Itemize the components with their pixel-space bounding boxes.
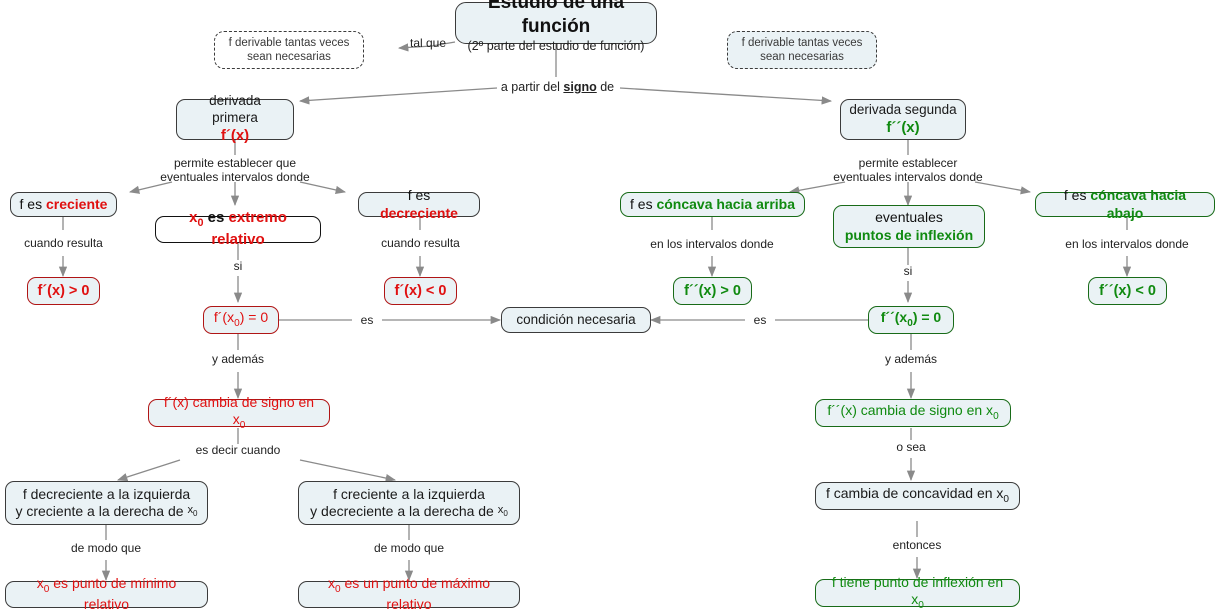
node-fprime-lt-zero: f´(x) < 0 <box>384 277 457 305</box>
edge-label-entonces: entonces <box>892 538 942 552</box>
node-extremo-label: extremo relativo <box>211 209 287 248</box>
node-concava-arriba-prefix: f es <box>630 195 657 212</box>
node-maximo-relativo: x0 es un punto de máximo relativo <box>298 575 520 612</box>
node-derivada-primera: derivada primera f´(x) <box>176 93 294 144</box>
node-concava-arriba-value: cóncava hacia arriba <box>656 195 795 212</box>
node-extremo-es: es <box>203 209 229 227</box>
node-fsecond-cambia-signo: f´´(x) cambia de signo en x0 <box>815 399 1011 427</box>
node-derivada-segunda-formula: f´´(x) <box>886 118 920 136</box>
node-case-left-line2: y creciente a la derecha de x0 <box>15 503 198 519</box>
node-fprime-cambia-signo-label: f´(x) cambia de signo en x0 <box>163 393 315 431</box>
node-concava-abajo: f es cóncava hacia abajo <box>1035 187 1215 221</box>
node-derivada-primera-label: derivada primera <box>209 93 261 126</box>
edge-label-en-los-intervalos-right: en los intervalos donde <box>1065 237 1189 251</box>
node-derivada-segunda: derivada segunda f´´(x) <box>840 99 966 140</box>
node-fprime-x0-equals-zero: f´(x0) = 0 <box>203 306 279 334</box>
node-fsecond-gt-zero: f´´(x) > 0 <box>673 277 752 305</box>
edge-label-si-right: si <box>903 264 913 278</box>
node-fsecond-x0-equals-zero: f´´(x0) = 0 <box>868 306 954 334</box>
node-fsecond-cambia-signo-label: f´´(x) cambia de signo en x0 <box>827 402 999 423</box>
node-f-decreciente-prefix: f es <box>407 187 431 203</box>
node-puntos-inflexion: eventuales puntos de inflexión <box>833 205 985 248</box>
node-f-creciente-prefix: f es <box>19 195 46 212</box>
node-condicion-necesaria: condición necesaria <box>501 307 651 333</box>
note-derivable-right-line2: sean necesarias <box>760 51 844 63</box>
note-derivable-left-line2: sean necesarias <box>247 51 331 63</box>
node-case-right-line1: f creciente a la izquierda <box>333 485 485 502</box>
edge-label-y-ademas-right: y además <box>884 352 938 366</box>
node-minimo-relativo: x0 es punto de mínimo relativo <box>5 575 208 612</box>
edge-label-permite-establecer-left: permite establecer que eventuales interv… <box>160 156 310 185</box>
node-extremo-relativo: x0 es extremo relativo <box>155 209 321 248</box>
note-derivable-left: f derivable tantas veces sean necesarias <box>214 31 364 69</box>
node-fprime-lt-zero-label: f´(x) < 0 <box>394 282 447 299</box>
node-case-left-x0: x0 <box>187 504 198 519</box>
node-case-right: f creciente a la izquierda y decreciente… <box>298 481 520 525</box>
node-fsecond-gt-zero-label: f´´(x) > 0 <box>684 282 741 299</box>
node-fsecond-lt-zero: f´´(x) < 0 <box>1088 277 1167 305</box>
node-f-decreciente: f es decreciente <box>358 187 480 221</box>
node-case-right-x0: x0 <box>497 504 508 519</box>
node-f-creciente-value: creciente <box>45 195 108 212</box>
edge-label-en-los-intervalos-left: en los intervalos donde <box>650 237 774 251</box>
node-puntos-inflexion-line1: eventuales <box>875 209 943 225</box>
edge-label-de-modo-que-left: de modo que <box>70 541 142 555</box>
note-derivable-left-line1: f derivable tantas veces <box>228 36 350 49</box>
node-f-decreciente-value: decreciente <box>380 204 458 221</box>
edge-label-es-decir-cuando: es decir cuando <box>195 443 281 457</box>
node-puntos-inflexion-line2: puntos de inflexión <box>844 226 974 243</box>
node-cambia-concavidad: f cambia de concavidad en x0 <box>815 482 1020 510</box>
node-condicion-necesaria-label: condición necesaria <box>516 311 636 327</box>
edge-label-tal-que: tal que <box>409 36 447 50</box>
edge-label-y-ademas-left: y además <box>211 352 265 366</box>
title-node: Estudio de una función (2º parte del est… <box>455 0 657 53</box>
page-title: Estudio de una función <box>487 0 625 38</box>
node-case-left: f decreciente a la izquierda y creciente… <box>5 481 208 525</box>
node-fprime-cambia-signo: f´(x) cambia de signo en x0 <box>148 394 330 431</box>
node-case-left-line1: f decreciente a la izquierda <box>22 485 191 502</box>
node-f-creciente: f es creciente <box>10 192 117 217</box>
node-fprime-x0-label: f´(x0) = 0 <box>213 309 269 330</box>
edge-label-es-left: es <box>352 313 382 328</box>
edge-label-si-left: si <box>233 259 243 273</box>
node-concava-abajo-value: cóncava hacia abajo <box>1090 187 1187 221</box>
node-concava-arriba: f es cóncava hacia arriba <box>620 192 805 217</box>
edge-label-permite-establecer-right: permite establecer eventuales intervalos… <box>833 156 983 185</box>
node-minimo-relativo-label: x0 es punto de mínimo relativo <box>36 575 177 613</box>
edge-label-cuando-resulta-left: cuando resulta <box>24 236 103 250</box>
edge-label-a-partir-del-signo: a partir del signo de <box>500 80 615 94</box>
node-fsecond-x0-label: f´´(x0) = 0 <box>880 309 942 330</box>
node-case-right-line2: y decreciente a la derecha de x0 <box>310 503 508 519</box>
node-fprime-gt-zero: f´(x) > 0 <box>27 277 100 305</box>
node-fprime-gt-zero-label: f´(x) > 0 <box>37 282 90 299</box>
node-cambia-concavidad-label: f cambia de concavidad en x0 <box>825 485 1010 506</box>
node-derivada-segunda-label: derivada segunda <box>849 101 957 117</box>
edge-label-es-right: es <box>745 313 775 328</box>
node-derivada-primera-formula: f´(x) <box>220 127 250 144</box>
node-fsecond-lt-zero-label: f´´(x) < 0 <box>1099 282 1156 299</box>
node-tiene-inflexion: f tiene punto de inflexión en x0 <box>815 574 1020 611</box>
page-subtitle: (2º parte del estudio de función) <box>467 38 645 53</box>
edge-label-o-sea: o sea <box>896 440 926 454</box>
edge-label-de-modo-que-right: de modo que <box>373 541 445 555</box>
edge-label-cuando-resulta-right: cuando resulta <box>381 236 460 250</box>
note-derivable-right-line1: f derivable tantas veces <box>741 36 863 49</box>
node-tiene-inflexion-label: f tiene punto de inflexión en x0 <box>831 573 1004 611</box>
node-extremo-x: x0 <box>189 209 204 230</box>
note-derivable-right: f derivable tantas veces sean necesarias <box>727 31 877 69</box>
node-maximo-relativo-label: x0 es un punto de máximo relativo <box>327 575 491 613</box>
node-concava-abajo-prefix: f es <box>1063 187 1091 203</box>
